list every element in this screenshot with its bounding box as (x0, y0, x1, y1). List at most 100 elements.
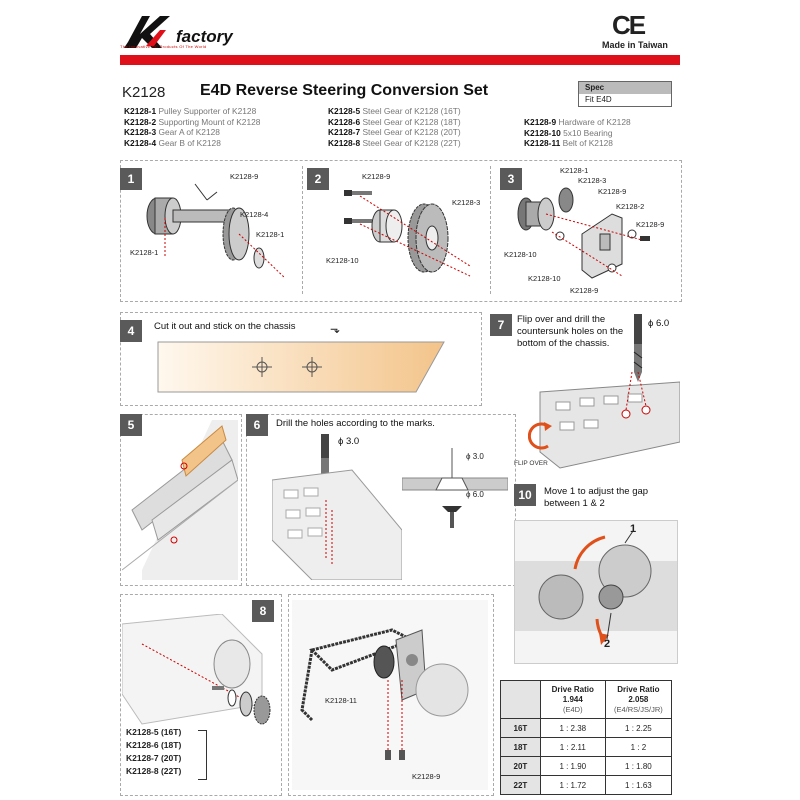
drive-ratio-table: Drive Ratio 1.944 (E4D) Drive Ratio 2.05… (500, 680, 673, 795)
mark-1: 1 (630, 523, 637, 535)
step-8-labels: K2128-5 (16T) K2128-6 (18T) K2128-7 (20T… (126, 726, 181, 778)
col2-title: Drive Ratio (617, 684, 660, 694)
step-3-label: K2128-2 (616, 202, 645, 211)
step-8-panel (120, 594, 282, 796)
drilling-template-sticker (152, 340, 452, 401)
step-6-diameter-large: ϕ 6.0 (466, 490, 484, 499)
step-9-illustration (292, 600, 488, 795)
steps-1-3-panel (120, 160, 682, 302)
made-in-label: Made in Taiwan (602, 40, 668, 50)
step-6-diameter-small-2: ϕ 3.0 (466, 452, 484, 461)
kfactory-logo: factory (120, 12, 280, 56)
model-number: K2128 (122, 84, 166, 101)
col1-title: Drive Ratio (551, 684, 594, 694)
col1-sub: (E4D) (562, 704, 583, 714)
step-8-badge: 8 (252, 600, 274, 622)
gear-assembly-icon (517, 187, 574, 231)
parts-column-3: K2128-9 Hardware of K2128 K2128-10 5x10 … (524, 117, 631, 149)
col2-value: 2.058 (628, 694, 649, 704)
part-item: K2128-9 Hardware of K2128 (524, 117, 631, 127)
step-2-label: K2128-9 (362, 172, 391, 181)
step-3-label: K2128-9 (598, 187, 627, 196)
part-item: K2128-10 5x10 Bearing (524, 127, 613, 138)
gear-option-label: K2128-8 (22T) (126, 766, 182, 776)
step-5-badge: 5 (120, 414, 142, 436)
arrow-down-icon: ⬎ (330, 322, 341, 336)
step-2-label: K2128-10 (326, 256, 359, 265)
gear-a-icon (407, 203, 449, 273)
step-9-label: K2128-9 (412, 772, 441, 781)
step-5-panel (120, 414, 242, 586)
step-1-label: K2128-9 (230, 172, 259, 181)
step-3-badge: 3 (500, 168, 522, 190)
part-item: K2128-1 Pulley Supporter of K2128 (124, 106, 257, 116)
gear-option-label: K2128-5 (16T) (126, 727, 182, 737)
step-6-badge: 6 (246, 414, 268, 436)
parts-column-1: K2128-1 Pulley Supporter of K2128 K2128-… (124, 106, 260, 148)
step-3-label: K2128-3 (578, 176, 607, 185)
step-3-label: K2128-10 (504, 250, 537, 259)
step-4-badge: 4 (120, 320, 142, 342)
hole-section-diagram (401, 448, 509, 528)
part-item: K2128-4 Gear B of K2128 (124, 137, 221, 148)
step-9-label: K2128-11 (325, 696, 357, 705)
part-item: K2128-2 Supporting Mount of K2128 (124, 116, 261, 127)
step-2-label: K2128-3 (452, 198, 481, 207)
gear-option-label: K2128-7 (20T) (126, 753, 182, 763)
gear-option-label: K2128-6 (18T) (126, 740, 182, 750)
step-10-badge: 10 (514, 484, 536, 506)
bearing-icon (371, 209, 403, 243)
spec-value: Fit E4D (585, 95, 612, 104)
part-item: K2128-5 Steel Gear of K2128 (16T) (328, 106, 461, 116)
page-title: E4D Reverse Steering Conversion Set (200, 82, 489, 99)
chassis-bottom-illustration (520, 371, 681, 477)
part-item: K2128-3 Gear A of K2128 (124, 127, 220, 138)
part-item: K2128-6 Steel Gear of K2128 (18T) (328, 116, 461, 127)
step-9-panel (288, 594, 494, 796)
divider (490, 166, 491, 294)
step-7-diameter: ϕ 6.0 (648, 318, 670, 329)
step-4-instruction: Cut it out and stick on the chassis (154, 321, 296, 332)
flip-over-label: FLIP OVER (514, 460, 548, 467)
drill-bit-icon (630, 314, 646, 389)
step-3-label: K2128-1 (560, 166, 589, 175)
pulley-supporter-icon (146, 197, 234, 235)
bracket (198, 730, 207, 780)
step-1-illustration (135, 178, 300, 293)
spec-label: Spec (579, 82, 671, 94)
part-item: K2128-7 Steel Gear of K2128 (20T) (328, 127, 461, 138)
step-3-label: K2128-9 (636, 220, 665, 229)
step-10-instruction: Move 1 to adjust the gap between 1 & 2 (544, 486, 649, 509)
step-2-badge: 2 (307, 168, 329, 190)
svg-text:factory: factory (176, 27, 234, 46)
step-4-panel (120, 312, 482, 406)
countersunk-screw-icon (442, 506, 462, 528)
step-7-instruction: Flip over and drill the countersunk hole… (517, 314, 624, 349)
support-mount-icon (581, 213, 623, 279)
step-3-illustration (512, 174, 672, 299)
step-1-label: K2128-1 (256, 230, 285, 239)
step-6-diameter-small: ϕ 3.0 (338, 436, 360, 447)
ce-mark: CE (612, 10, 646, 40)
flip-arrow-icon (527, 420, 554, 455)
step-6-instruction: Drill the holes according to the marks. (276, 418, 435, 429)
spec-box: Spec Fit E4D (578, 81, 672, 107)
step-8-illustration (121, 613, 278, 739)
parts-column-2: K2128-5 Steel Gear of K2128 (16T) K2128-… (328, 106, 461, 148)
divider (302, 166, 303, 294)
step-3-label: K2128-9 (570, 286, 599, 295)
header-red-bar (120, 55, 680, 65)
mark-2: 2 (604, 638, 611, 650)
col2-sub: (E4/RS/JS/JR) (613, 704, 663, 714)
step-2-illustration (330, 176, 480, 291)
step-5-illustration (121, 420, 239, 585)
step-10-illustration (514, 520, 678, 664)
step-3-label: K2128-10 (528, 274, 561, 283)
step-1-label: K2128-4 (240, 210, 269, 219)
step-6-chassis-illustration (271, 440, 403, 585)
col1-value: 1.944 (562, 694, 583, 704)
